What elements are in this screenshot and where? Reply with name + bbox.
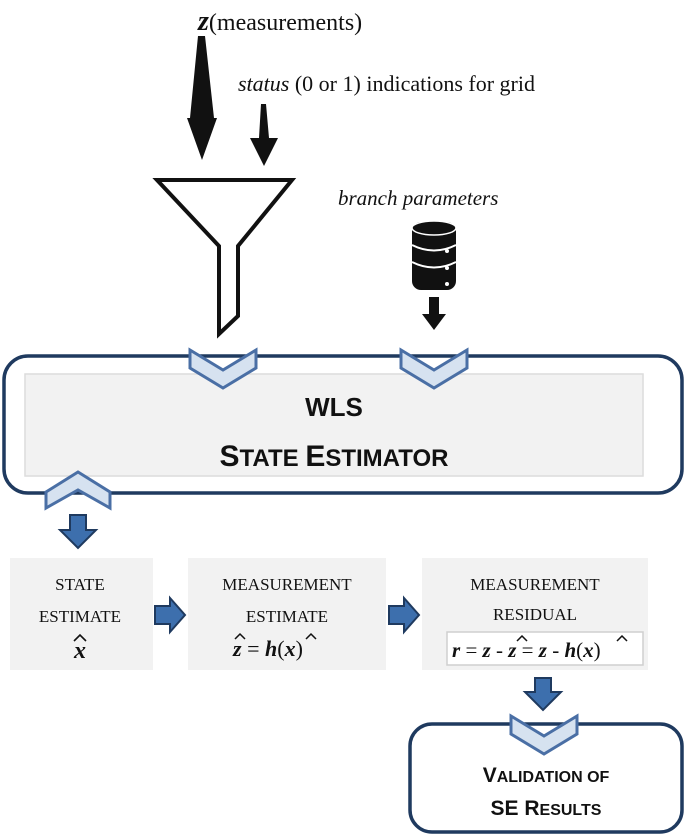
estimator-output-chevron-icon: [44, 470, 112, 511]
arrow-measurement-to-residual-icon: [388, 595, 421, 635]
measurement-residual-line2: RESIDUAL: [493, 605, 577, 624]
measurements-arrow-icon: [187, 36, 217, 160]
measurement-estimate-formula: z = h(x): [232, 636, 303, 661]
estimator-down-arrow-icon: [57, 514, 99, 550]
funnel-input-chevron-icon: [188, 347, 258, 390]
residual-formula: r = z - z = z - h(x): [452, 638, 601, 662]
validation-input-chevron-icon: [509, 713, 579, 756]
estimator-inner-box: [24, 373, 644, 477]
state-estimate-formula: x: [73, 638, 86, 664]
measurement-estimate-box: [188, 558, 386, 670]
database-arrow-icon: [422, 297, 446, 330]
validation-line1: VALIDATION OF: [483, 764, 610, 787]
state-estimate-line1: STATE: [55, 575, 105, 594]
estimator-title-line2: STATE ESTIMATOR: [220, 440, 449, 473]
measurement-residual-line1: MEASUREMENT: [470, 575, 600, 594]
measurement-x-hat-icon: [305, 632, 317, 640]
state-estimate-box: [10, 558, 153, 670]
residual-z-hat-icon: [516, 634, 528, 642]
branch-parameters-label: branch parameters: [338, 186, 498, 210]
measurement-estimate-line1: MEASUREMENT: [222, 575, 352, 594]
status-word: status: [238, 71, 289, 96]
database-icon: [411, 220, 457, 290]
residual-down-arrow-icon: [522, 677, 564, 712]
measurement-estimate-line2: ESTIMATE: [246, 607, 328, 626]
measurements-text: (measurements): [209, 10, 362, 36]
validation-line2: SE RESULTS: [491, 797, 602, 820]
state-estimate-line2: ESTIMATE: [39, 607, 121, 626]
status-label: status (0 or 1) indications for grid: [238, 71, 535, 96]
estimator-title-line1: WLS: [305, 392, 363, 422]
status-arrow-icon: [250, 104, 278, 166]
arrow-state-to-measurement-icon: [154, 595, 187, 635]
residual-x-hat-icon: [616, 634, 628, 642]
measurements-label: z(measurements): [197, 6, 362, 37]
measurements-variable: z: [197, 6, 209, 37]
status-rest: (0 or 1) indications for grid: [289, 71, 535, 96]
branch-input-chevron-icon: [399, 347, 469, 390]
residual-formula-frame: [446, 631, 644, 666]
validation-box: [408, 722, 684, 834]
state-hat-icon: [73, 633, 87, 642]
funnel-icon: [152, 178, 297, 339]
measurement-z-hat-icon: [234, 632, 246, 640]
